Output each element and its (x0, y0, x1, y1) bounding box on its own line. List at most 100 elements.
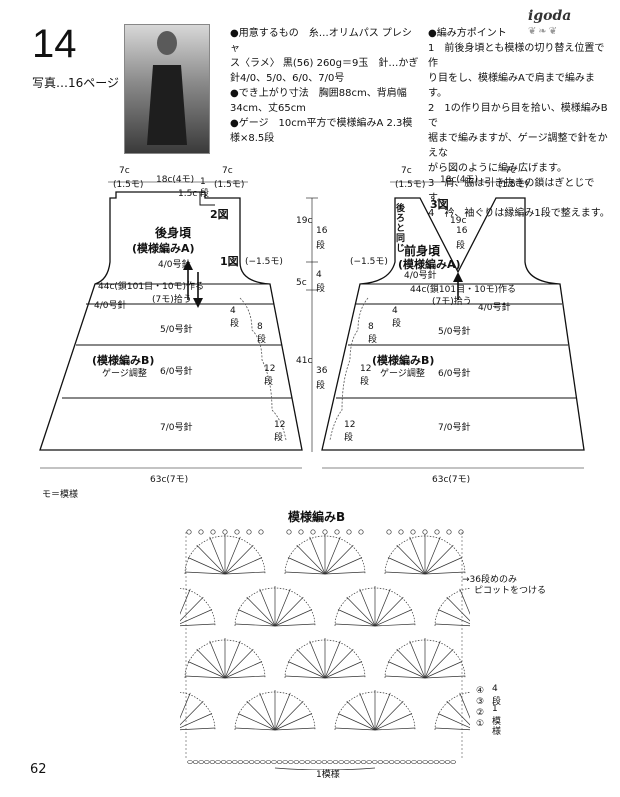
front-top-right: 7c (505, 166, 516, 176)
back-s4: 4 (230, 306, 236, 316)
chain-stitch (344, 760, 350, 764)
back-gauge: ゲージ調整 (102, 369, 147, 379)
front-top-left-motif: (1.5モ) (395, 180, 426, 190)
chain-stitch (299, 760, 305, 764)
front-fig3: 3図 (430, 198, 449, 211)
chain-stitch (400, 760, 406, 764)
back-fig2: 2図 (210, 208, 229, 221)
back-needle: 4/0号針 (158, 260, 191, 270)
materials-line: ●でき上がり寸法 胸囲88cm、背肩幅 (230, 88, 407, 99)
pattern-number: 14 (32, 22, 77, 66)
chain-stitch (422, 760, 428, 764)
materials-line: 針4/0、5/0、6/0、7/0号 (230, 73, 345, 84)
back-patB: (模様編みB) (92, 354, 155, 367)
instruction-line: 裾まで編みますが、ゲージ調整で針をかえな (428, 133, 608, 159)
chain-stitch (265, 760, 272, 764)
back-n70: 7/0号針 (160, 423, 193, 433)
back-s12b-unit: 段 (274, 433, 284, 443)
fan-motif (334, 586, 416, 627)
chain-stitch (209, 760, 216, 764)
chain-stitch (248, 760, 255, 764)
front-s12b-unit: 段 (344, 433, 354, 443)
front-neck-rows-unit: 段 (456, 241, 466, 251)
rows-note-1: 1 (492, 704, 498, 714)
chain-stitch (327, 760, 333, 764)
instructions-text: ●編み方ポイント 1 前後身頃とも模様の切り替え位置で作 り目をし、模様編みAで… (428, 26, 613, 221)
chain-stitch (355, 760, 361, 764)
picot-mark (458, 529, 464, 535)
back-s8: 8 (257, 322, 263, 332)
chain-stitch (428, 760, 434, 764)
chain-stitch (220, 760, 227, 764)
instruction-line: 4 衿、袖ぐりは縁編み1段で整えます。 (428, 208, 610, 219)
front-n40: 4/0号針 (478, 303, 511, 313)
front-armhole-dec: (−1.5モ) (350, 257, 388, 267)
picot-mark (298, 529, 304, 535)
front-n60: 6/0号針 (438, 369, 471, 379)
back-skirt-height: 41c (296, 356, 313, 366)
materials-line: ●用意するもの 糸…オリムパス プレシャ (230, 28, 412, 54)
front-same-as-back: 後ろと同じ (396, 204, 406, 254)
chain-stitch (416, 760, 423, 764)
chain-stitch (276, 760, 283, 764)
back-neck-rows-unit: 段 (200, 189, 210, 199)
chain-stitch (439, 760, 445, 764)
chain-stitch (332, 760, 339, 764)
chain-stitch (444, 760, 451, 764)
chain-stitch (237, 760, 244, 764)
front-s12a: 12 (360, 364, 372, 374)
model-dress (147, 65, 187, 145)
chain-stitch (187, 760, 193, 764)
chain-stitch (377, 760, 384, 764)
picot-mark (434, 529, 440, 535)
picot-mark (286, 529, 292, 535)
fan-motif (180, 587, 216, 627)
back-bottom-width: 63c(7モ) (150, 475, 189, 485)
front-s4-unit: 段 (392, 319, 402, 329)
back-armhole-dec: (−1.5モ) (245, 257, 283, 267)
chain-stitch (260, 760, 266, 764)
picot-mark (186, 529, 192, 535)
row-marker-3: ③ (476, 697, 485, 707)
row-marker-1: ① (476, 719, 485, 729)
back-n50: 5/0号針 (160, 325, 193, 335)
front-needle: 4/0号針 (404, 271, 437, 281)
page-number: 62 (30, 762, 47, 777)
rows-note-dan: 段 (492, 697, 502, 707)
back-increase-curve (239, 297, 287, 441)
fan-motif (234, 586, 316, 627)
chain-stitch (232, 760, 238, 764)
chain-stitch (288, 760, 294, 764)
back-armhole-rows: 16 (316, 226, 328, 236)
back-skirt-rows: 36 (316, 366, 328, 376)
rows-note-4: 4 (492, 684, 498, 694)
picot-mark (346, 529, 352, 535)
front-arrow-up-icon (453, 272, 463, 282)
chain-stitch (349, 760, 356, 764)
chain-stitch (433, 760, 440, 764)
picot-mark (222, 529, 228, 535)
front-s4: 4 (392, 306, 398, 316)
materials-line: 34cm、丈65cm (230, 103, 306, 114)
chain-stitch (215, 760, 221, 764)
front-top-left: 7c (401, 166, 412, 176)
back-neck-rows: 1 (200, 177, 206, 187)
picot-mark (310, 529, 316, 535)
brand-ornament-icon: ❦❧❦ (528, 26, 560, 37)
front-patB: (模様編みB) (372, 354, 435, 367)
front-n50: 5/0号針 (438, 327, 471, 337)
back-title: 後身頃 (155, 226, 192, 240)
fan-motif (284, 534, 366, 575)
picot-mark (386, 529, 392, 535)
chain-stitch (226, 760, 232, 764)
chain-stitch (271, 760, 277, 764)
chain-stitch (360, 760, 367, 764)
back-arrow-up-icon (183, 260, 193, 270)
back-armhole-rows-unit: 段 (316, 241, 326, 251)
picot-mark (210, 529, 216, 535)
chain-stitch (394, 760, 400, 764)
chain-stitch (282, 760, 288, 764)
fan-motif (334, 690, 416, 731)
picot-note-2: ピコットをつける (474, 586, 547, 596)
instruction-line: 3 肩、脇は引き抜きの鎖はぎとじです。 (428, 178, 595, 204)
